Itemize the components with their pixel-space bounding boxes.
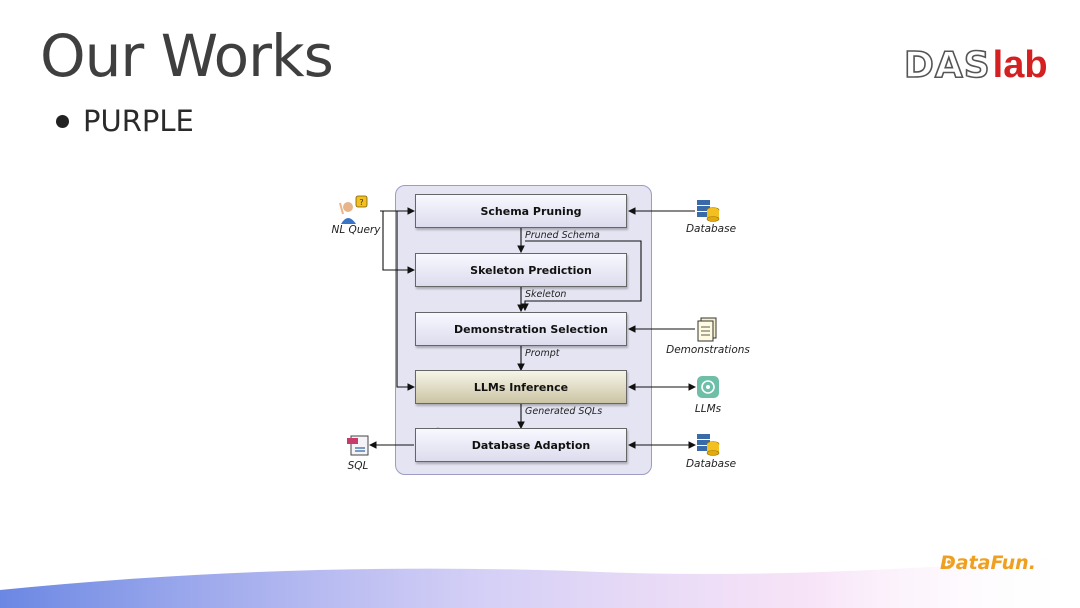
daslab-logo: DAS lab bbox=[903, 44, 1048, 87]
external-connectors bbox=[368, 207, 697, 449]
flow-label-generated-sqls: Generated SQLs bbox=[525, 406, 603, 417]
flow-label-prompt: Prompt bbox=[525, 348, 560, 359]
decorative-wave bbox=[0, 556, 1080, 608]
bullet-text: PURPLE bbox=[83, 104, 194, 138]
svg-text:?: ? bbox=[359, 198, 363, 207]
flow-label-pruned-schema: Pruned Schema bbox=[525, 230, 600, 241]
flow-label-skeleton: Skeleton bbox=[525, 289, 567, 300]
slide-title: Our Works bbox=[40, 22, 334, 90]
database-bottom-icon bbox=[697, 434, 720, 456]
document-icon bbox=[697, 317, 717, 342]
module-database-adaption: Database Adaption bbox=[415, 428, 627, 462]
person-query-icon: ? bbox=[339, 195, 368, 224]
label-sql: SQL bbox=[347, 460, 369, 472]
module-demonstration-selection: Demonstration Selection bbox=[415, 312, 627, 346]
label-llms: LLMs bbox=[694, 403, 722, 415]
sql-file-icon bbox=[347, 435, 369, 456]
datafun-dots-icon bbox=[942, 560, 951, 569]
module-llms-inference: LLMs Inference bbox=[415, 370, 627, 404]
label-nl-query: NL Query bbox=[331, 224, 381, 236]
module-label: Schema Pruning bbox=[480, 204, 582, 218]
nl-query-connector bbox=[380, 207, 416, 391]
module-label: Skeleton Prediction bbox=[470, 263, 592, 277]
module-label: Demonstration Selection bbox=[454, 322, 608, 336]
database-top-icon bbox=[697, 200, 720, 222]
logo-lab-text: lab bbox=[992, 44, 1048, 86]
skip-connector bbox=[521, 240, 642, 312]
logo-das-text: DAS bbox=[903, 44, 991, 87]
llm-openai-icon bbox=[697, 376, 719, 398]
bullet-item: PURPLE bbox=[56, 104, 194, 138]
module-schema-pruning: Schema Pruning bbox=[415, 194, 627, 228]
module-label: Database Adaption bbox=[471, 438, 591, 452]
label-database-top: Database bbox=[685, 223, 737, 235]
module-label: LLMs Inference bbox=[473, 380, 569, 394]
module-skeleton-prediction: Skeleton Prediction bbox=[415, 253, 627, 287]
bullet-dot-icon bbox=[56, 114, 69, 128]
label-demonstrations: Demonstrations bbox=[666, 344, 750, 356]
datafun-brand: DataFun. bbox=[940, 552, 1036, 574]
label-database-bottom: Database bbox=[685, 458, 737, 470]
